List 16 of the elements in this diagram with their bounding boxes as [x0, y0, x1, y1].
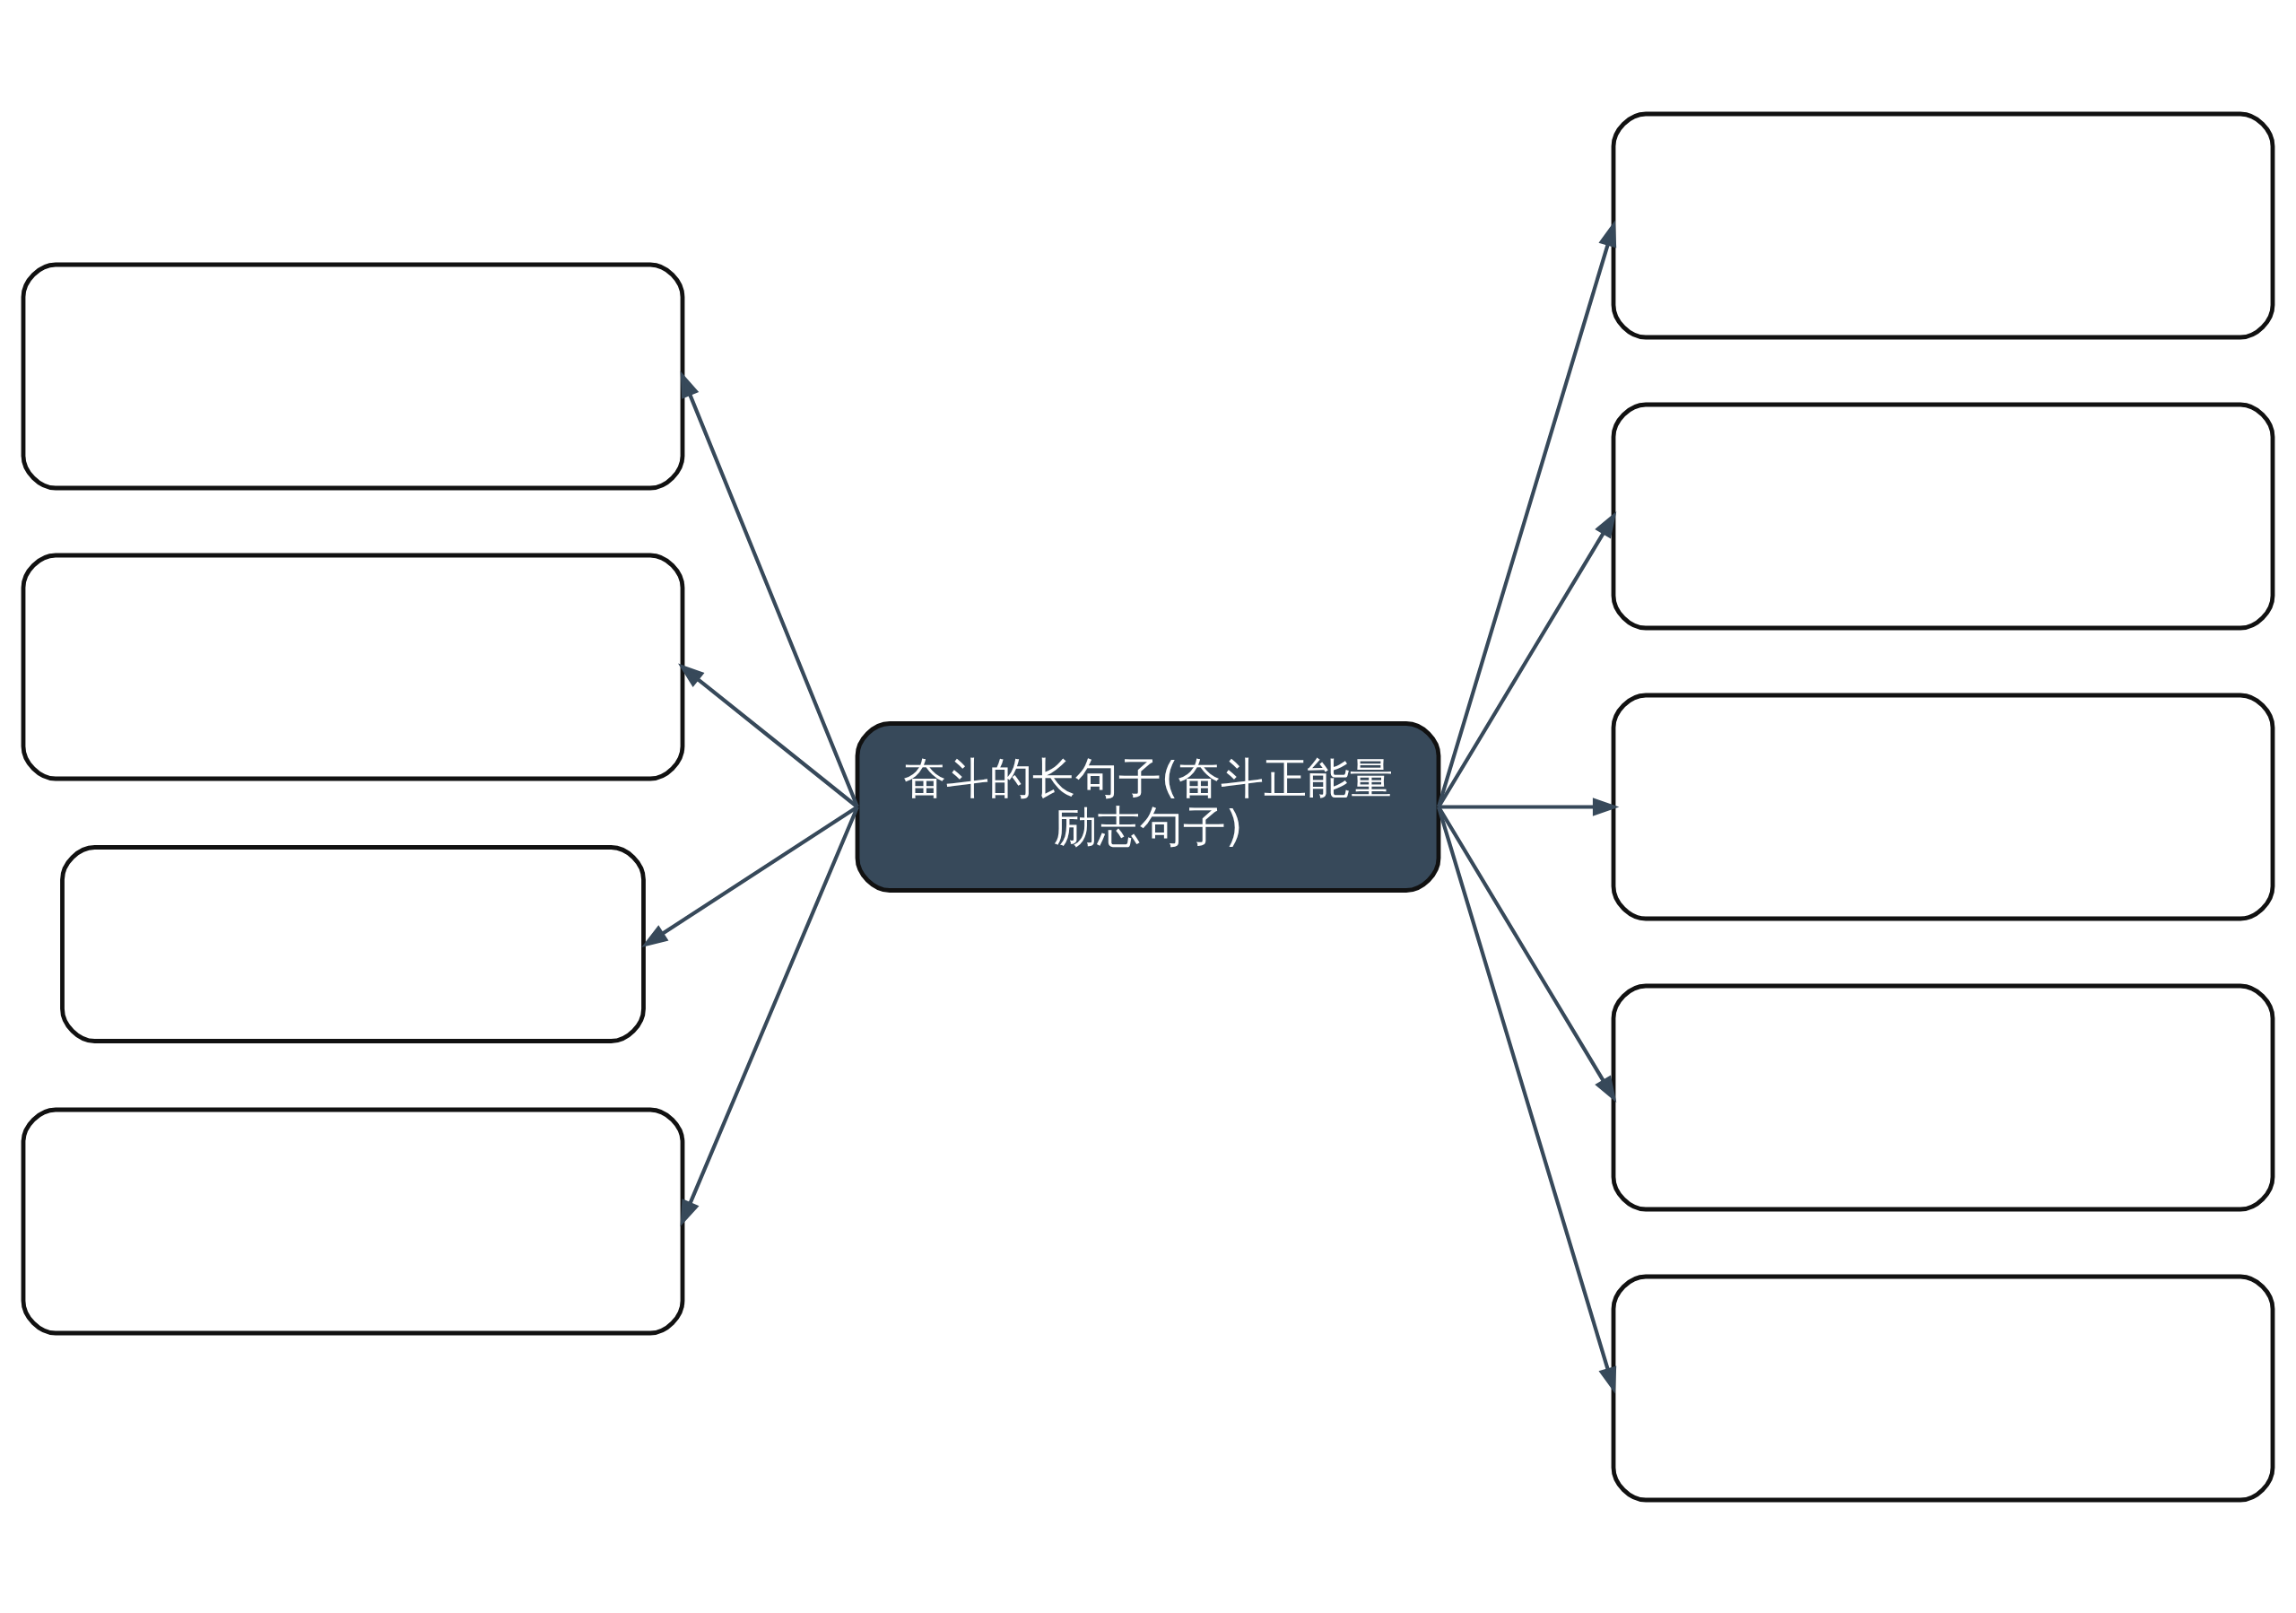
node-box [1611, 983, 2275, 1211]
node-box [1611, 402, 2275, 630]
node-box: 奋斗的长句子(奋斗正能量励志句子) [855, 720, 1441, 893]
node-box [1611, 111, 2275, 339]
node-box [21, 262, 685, 490]
arrow [1439, 797, 1620, 816]
arrow [680, 806, 859, 1226]
arrow [1437, 805, 1617, 1103]
arrow [1437, 219, 1617, 807]
node-box [21, 553, 685, 780]
node-box [1611, 1274, 2275, 1502]
node-box [60, 844, 646, 1043]
node-box [1611, 693, 2275, 920]
arrow [1437, 806, 1617, 1394]
node-box [21, 1107, 685, 1335]
arrow [680, 371, 859, 807]
